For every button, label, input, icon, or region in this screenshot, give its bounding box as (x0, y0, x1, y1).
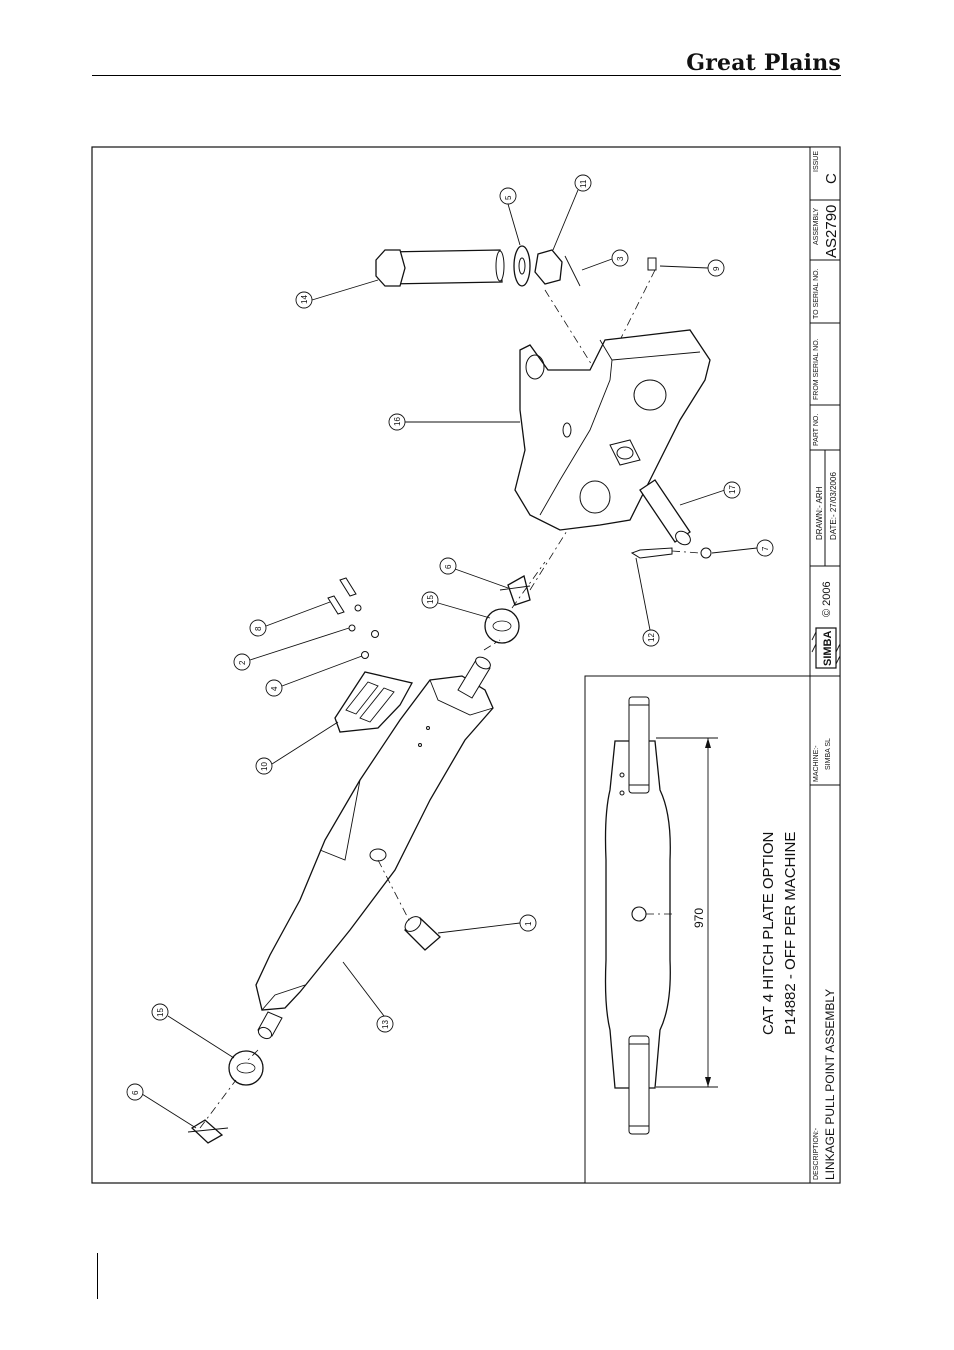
assembly-value: AS2790 (823, 205, 840, 258)
machine-value: SIMBA SL (825, 738, 832, 770)
pin-top (629, 697, 649, 793)
assembly-label: ASSEMBLY (813, 207, 820, 245)
bolts-8 (328, 578, 356, 614)
simba-logo-text: SIMBA (822, 631, 834, 667)
pin-14 (376, 250, 504, 286)
svg-text:5: 5 (504, 195, 513, 200)
balloon-8: 8 (250, 602, 330, 636)
svg-text:6: 6 (444, 564, 453, 569)
balloon-6-top: 6 (440, 558, 508, 588)
svg-text:16: 16 (393, 417, 402, 426)
washer-5 (514, 246, 530, 286)
inset-title: CAT 4 HITCH PLATE OPTION (760, 832, 777, 1035)
ball-15-top (485, 609, 519, 643)
inset-part-line: P14882 - OFF PER MACHINE (782, 832, 799, 1035)
description-value: LINKAGE PULL POINT ASSEMBLY (823, 989, 837, 1180)
to-serial-label: TO SERIAL NO. (813, 268, 820, 319)
drawn-by: DRAWN:- ARH (815, 486, 824, 540)
balloon-17: 17 (680, 482, 740, 505)
nut-2 (349, 625, 355, 631)
pin-bottom (629, 1036, 649, 1134)
grease-nipple-9 (648, 258, 656, 270)
inset-hitch-plate-view: 970 CAT 4 HITCH PLATE OPTION P14882 - OF… (585, 676, 810, 1183)
from-serial-label: FROM SERIAL NO. (813, 338, 820, 400)
svg-text:13: 13 (381, 1020, 390, 1029)
dimension-value: 970 (692, 908, 706, 928)
machine-label: MACHINE:- (813, 745, 820, 782)
castle-nut-11 (535, 250, 562, 284)
balloon-7: 7 (712, 540, 773, 556)
svg-text:14: 14 (300, 295, 309, 304)
svg-text:1: 1 (524, 921, 533, 926)
svg-text:10: 10 (260, 762, 269, 771)
part-no-label: PART NO. (813, 414, 820, 446)
simba-logo: SIMBA (812, 628, 840, 668)
balloon-15-bottom: 15 (152, 1004, 234, 1058)
copyright: © 2006 (821, 581, 833, 617)
balloon-1: 1 (438, 915, 536, 933)
svg-text:12: 12 (647, 633, 656, 642)
svg-text:8: 8 (254, 626, 263, 631)
balloon-2: 2 (234, 628, 349, 670)
linch-pin-6-top (500, 576, 530, 605)
svg-text:17: 17 (728, 485, 737, 494)
linch-pin-6-bottom (188, 1120, 228, 1143)
balloon-6-bottom: 6 (127, 1084, 196, 1128)
svg-text:11: 11 (579, 179, 588, 188)
balloon-16: 16 (389, 414, 520, 430)
balloon-12: 12 (636, 558, 659, 646)
svg-text:2: 2 (238, 660, 247, 665)
nut-7 (701, 548, 711, 558)
svg-text:9: 9 (712, 266, 721, 271)
svg-text:7: 7 (761, 546, 770, 551)
issue-label: ISSUE (813, 151, 820, 172)
drawn-date: DATE:- 27/03/2006 (829, 472, 838, 540)
bolt-12 (632, 548, 672, 558)
washer-4 (362, 652, 369, 659)
svg-text:15: 15 (156, 1008, 165, 1017)
cotter-pin-3 (565, 256, 580, 286)
svg-text:6: 6 (131, 1090, 140, 1095)
balloon-10: 10 (256, 722, 338, 774)
svg-text:15: 15 (426, 595, 435, 604)
svg-text:4: 4 (270, 686, 279, 691)
title-block: DESCRIPTION:- LINKAGE PULL POINT ASSEMBL… (810, 147, 840, 1183)
balloon-9: 9 (660, 260, 724, 276)
balloon-11: 11 (553, 175, 591, 250)
ball-15-bottom (229, 1051, 263, 1085)
balloon-15-top: 15 (422, 592, 490, 618)
pin-17 (640, 480, 693, 548)
balloon-5: 5 (500, 188, 520, 245)
balloon-14: 14 (296, 280, 378, 308)
balloon-3: 3 (582, 250, 628, 270)
issue-value: C (823, 173, 840, 184)
balloon-4: 4 (266, 656, 362, 696)
description-label: DESCRIPTION:- (813, 1127, 820, 1180)
headstock-bracket-16 (515, 330, 710, 530)
balloon-13: 13 (343, 962, 393, 1032)
svg-text:3: 3 (616, 256, 625, 261)
